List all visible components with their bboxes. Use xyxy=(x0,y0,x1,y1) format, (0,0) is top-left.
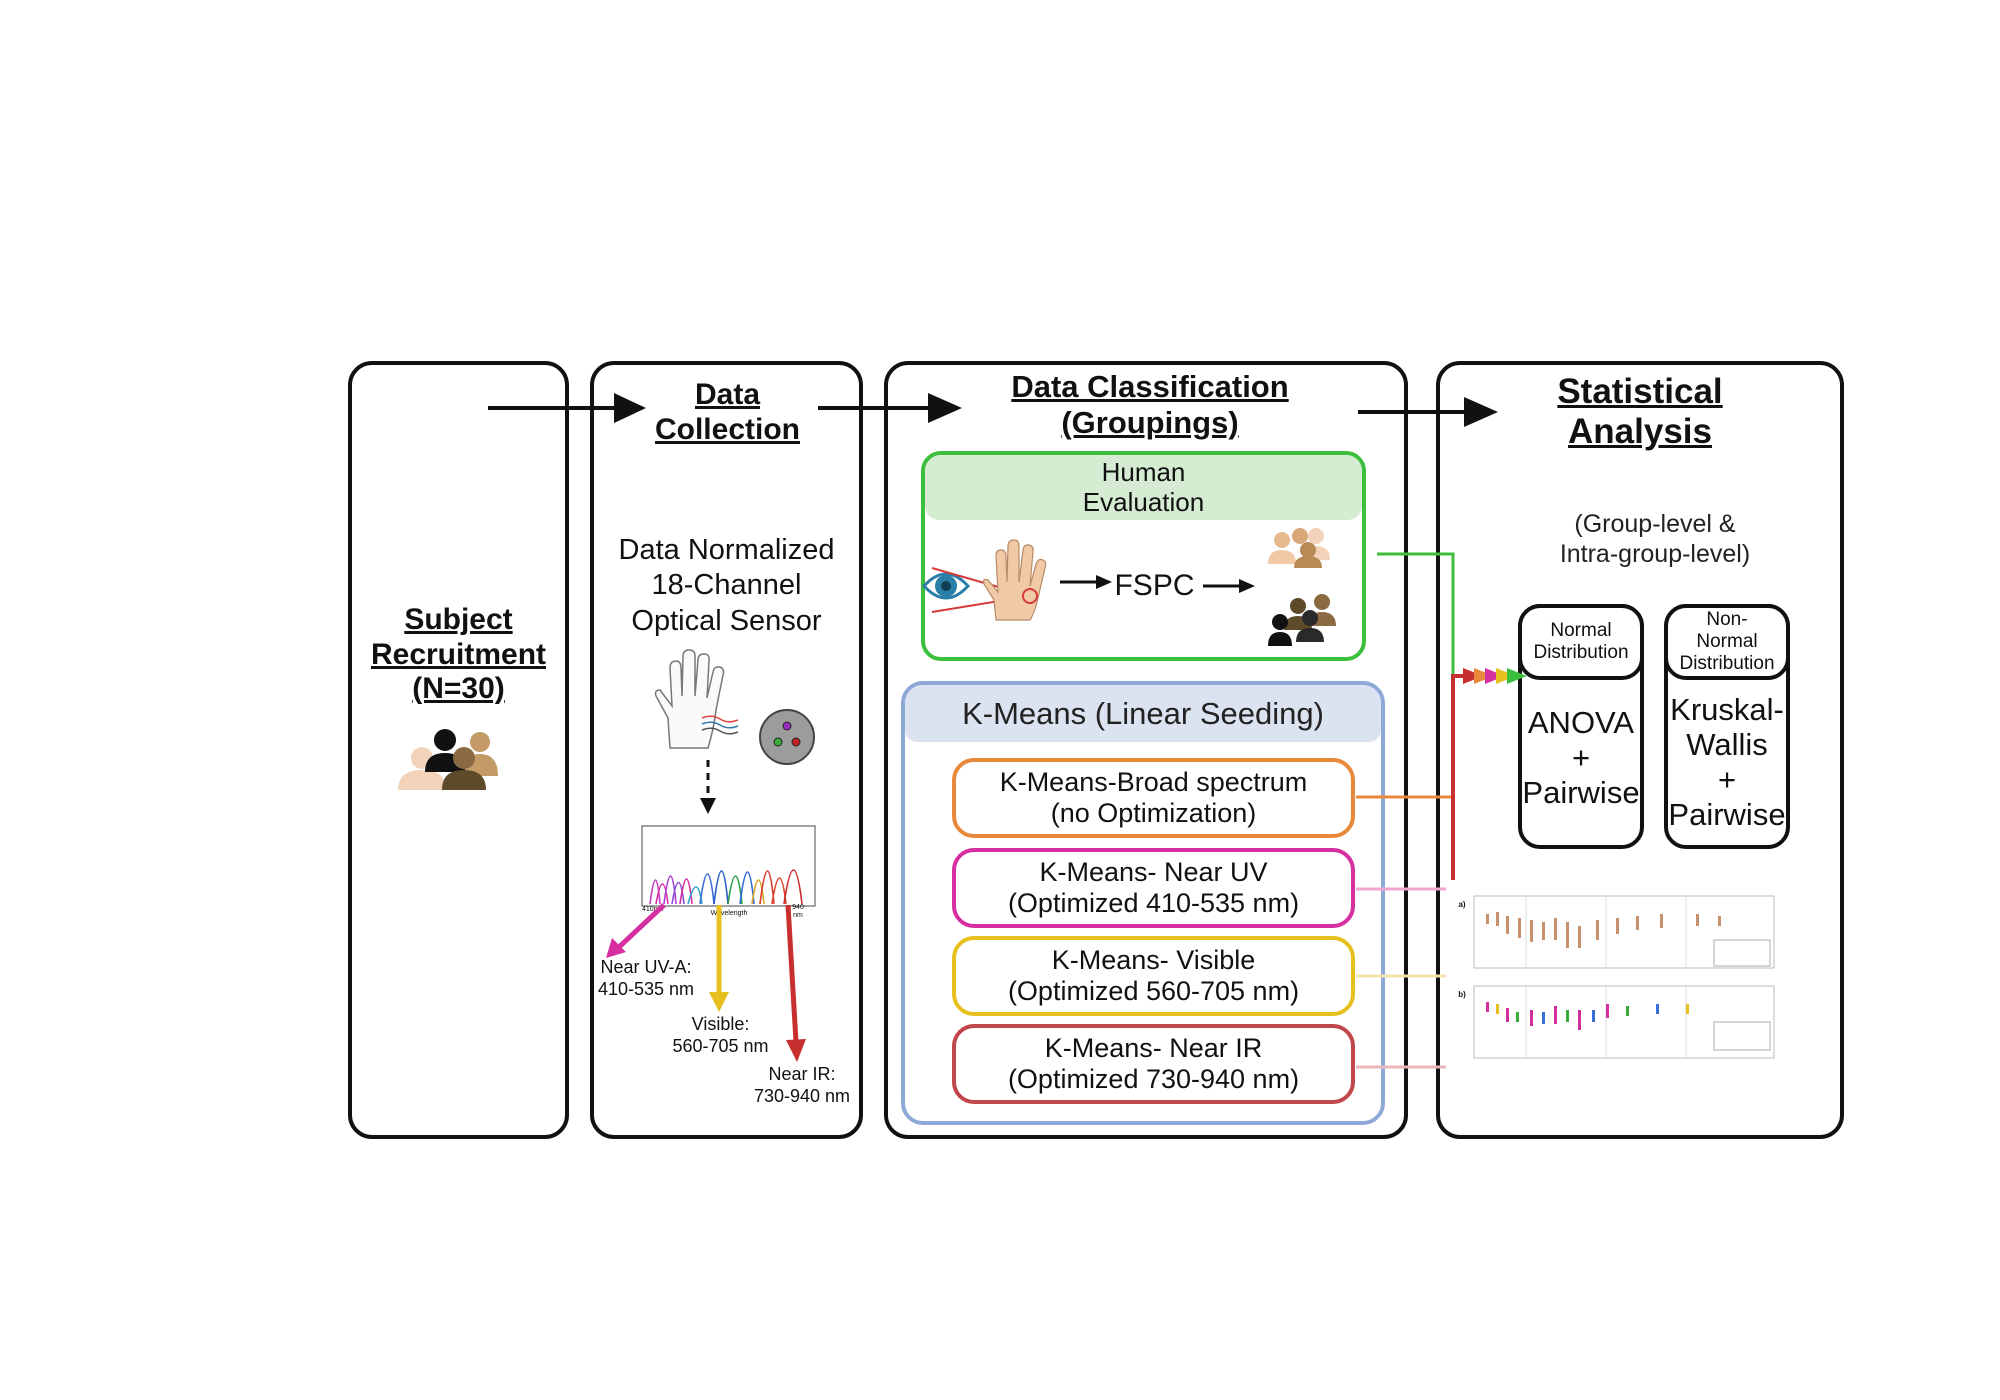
non-normal-distribution-head: Non- Normal Distribution xyxy=(1664,604,1790,680)
kmeans-near-ir-line-1: K-Means- Near IR xyxy=(1044,1032,1263,1063)
sensor-chip-icon xyxy=(759,709,815,765)
recruitment-title-line-2: Recruitment xyxy=(370,637,547,671)
kmeans-visible-line-2: (Optimized 560-705 nm) xyxy=(1007,976,1300,1006)
kmeans-broad-box: K-Means-Broad spectrum (no Optimization) xyxy=(952,758,1355,838)
visible-band-label: Visible: 560-705 nm xyxy=(668,1014,773,1057)
statistics-subtitle-line-1: (Group-level & xyxy=(1574,510,1736,538)
kmeans-near-ir-line-2: (Optimized 730-940 nm) xyxy=(1007,1064,1300,1094)
ir-band-label: Near IR: 730-940 nm xyxy=(752,1064,852,1107)
recruitment-title: Subject Recruitment (N=30) xyxy=(348,603,569,707)
statistics-title-line-2: Analysis xyxy=(1568,412,1712,452)
non-normal-distribution-box: Non- Normal Distribution Kruskal- Wallis… xyxy=(1664,604,1790,849)
kmeans-broad-line-2: (no Optimization) xyxy=(1050,798,1257,828)
sensor-line-3: Optical Sensor xyxy=(631,604,822,637)
non-normal-distribution-test: Kruskal- Wallis + Pairwise xyxy=(1668,692,1786,832)
spectrum-axis-label: Wavelength xyxy=(710,910,748,917)
right-arrow-icon xyxy=(1203,579,1255,593)
classification-title-line-2: (Groupings) xyxy=(1061,404,1239,440)
non-normal-head-line-3: Distribution xyxy=(1679,652,1775,674)
non-normal-test-line-2: Wallis xyxy=(1686,727,1768,763)
collection-title-line-1: Data xyxy=(694,378,761,411)
spectrum-axis-start: 410nm xyxy=(642,906,664,913)
normal-test-line-2: + xyxy=(1571,740,1591,776)
red-connector xyxy=(1451,674,1466,880)
ir-band-arrow xyxy=(785,904,806,1062)
green-connector xyxy=(1377,552,1455,676)
non-normal-head-line-1: Non- xyxy=(1706,609,1748,631)
kmeans-near-uv-box: K-Means- Near UV (Optimized 410-535 nm) xyxy=(952,848,1355,928)
plot-a-label: a) xyxy=(1458,900,1466,909)
ir-band-label-line-1: Near IR: xyxy=(768,1064,836,1084)
normal-distribution-test: ANOVA + Pairwise xyxy=(1522,705,1640,810)
human-evaluation-header: Human Evaluation xyxy=(925,455,1362,520)
plot-b-label: b) xyxy=(1458,990,1466,999)
uv-band-label-line-2: 410-535 nm xyxy=(597,978,695,999)
recruitment-title-line-1: Subject xyxy=(404,603,513,636)
classification-title-line-1: Data Classification xyxy=(1011,369,1289,404)
non-normal-test-line-1: Kruskal- xyxy=(1670,692,1784,727)
normal-distribution-box: Normal Distribution ANOVA + Pairwise xyxy=(1518,604,1644,849)
collection-title-line-2: Collection xyxy=(654,412,800,446)
converging-arrowheads xyxy=(1463,668,1527,684)
flow-arrow-recruitment-to-collection xyxy=(488,393,646,423)
spectrum-plot xyxy=(641,825,816,907)
non-normal-test-line-4: Pairwise xyxy=(1668,797,1786,833)
kmeans-header: K-Means (Linear Seeding) xyxy=(905,685,1381,742)
hand-evaluation-icon xyxy=(931,539,1047,621)
statistics-subtitle-line-2: Intra-group-level) xyxy=(1559,540,1751,568)
classification-title: Data Classification (Groupings) xyxy=(960,369,1340,440)
panel-data-collection xyxy=(590,361,863,1139)
kmeans-near-uv-line-1: K-Means- Near UV xyxy=(1039,856,1268,887)
spectrum-axis-end: 940 nm xyxy=(792,904,804,920)
eye-icon xyxy=(921,572,971,600)
normal-head-line-2: Distribution xyxy=(1533,642,1629,663)
fspc-label: FSPC xyxy=(1114,569,1195,602)
statistics-title-line-1: Statistical xyxy=(1557,372,1723,411)
uv-band-label-line-1: Near UV-A: xyxy=(600,957,692,977)
band-arrows xyxy=(606,903,806,1062)
visible-band-label-line-2: 560-705 nm xyxy=(672,1035,769,1056)
results-plot-thumbnail xyxy=(1473,895,1775,1059)
kmeans-near-ir-box: K-Means- Near IR (Optimized 730-940 nm) xyxy=(952,1024,1355,1104)
visible-band-arrow xyxy=(709,905,729,1012)
sensor-line-2: 18-Channel xyxy=(651,569,802,602)
uv-band-label: Near UV-A: 410-535 nm xyxy=(596,957,696,1000)
kmeans-visible-box: K-Means- Visible (Optimized 560-705 nm) xyxy=(952,936,1355,1016)
non-normal-head-line-2: Normal xyxy=(1696,631,1758,653)
dark-people-group-icon xyxy=(1268,594,1336,646)
collection-title: Data Collection xyxy=(620,378,835,447)
people-group-icon xyxy=(398,729,498,790)
normal-test-line-1: ANOVA xyxy=(1527,705,1635,740)
sensor-line-1: Data Normalized xyxy=(618,534,835,566)
dashed-down-arrow xyxy=(700,760,716,814)
non-normal-test-line-3: + xyxy=(1717,762,1737,798)
right-arrow-icon xyxy=(1060,575,1112,589)
visible-band-label-line-1: Visible: xyxy=(691,1014,750,1034)
uv-band-arrow xyxy=(606,903,666,958)
human-evaluation-header-line-1: Human xyxy=(1101,456,1186,487)
kmeans-near-uv-line-2: (Optimized 410-535 nm) xyxy=(1007,888,1300,918)
light-people-group-icon xyxy=(1268,528,1330,568)
recruitment-title-line-3: (N=30) xyxy=(412,672,505,705)
kmeans-broad-line-1: K-Means-Broad spectrum xyxy=(999,766,1308,797)
flow-arrow-collection-to-classification xyxy=(818,393,962,423)
normal-head-line-1: Normal xyxy=(1550,620,1612,642)
flow-arrow-classification-to-statistics xyxy=(1358,397,1498,427)
sensor-description: Data Normalized 18-Channel Optical Senso… xyxy=(590,533,863,639)
normal-test-line-3: Pairwise xyxy=(1522,775,1640,811)
normal-distribution-head: Normal Distribution xyxy=(1518,604,1644,680)
ir-band-label-line-2: 730-940 nm xyxy=(753,1085,851,1106)
human-evaluation-header-line-2: Evaluation xyxy=(1082,486,1205,517)
statistics-subtitle: (Group-level & Intra-group-level) xyxy=(1530,509,1780,569)
kmeans-visible-line-1: K-Means- Visible xyxy=(1051,944,1256,975)
statistics-title: Statistical Analysis xyxy=(1530,372,1750,453)
hand-sensor-icon xyxy=(654,649,739,749)
